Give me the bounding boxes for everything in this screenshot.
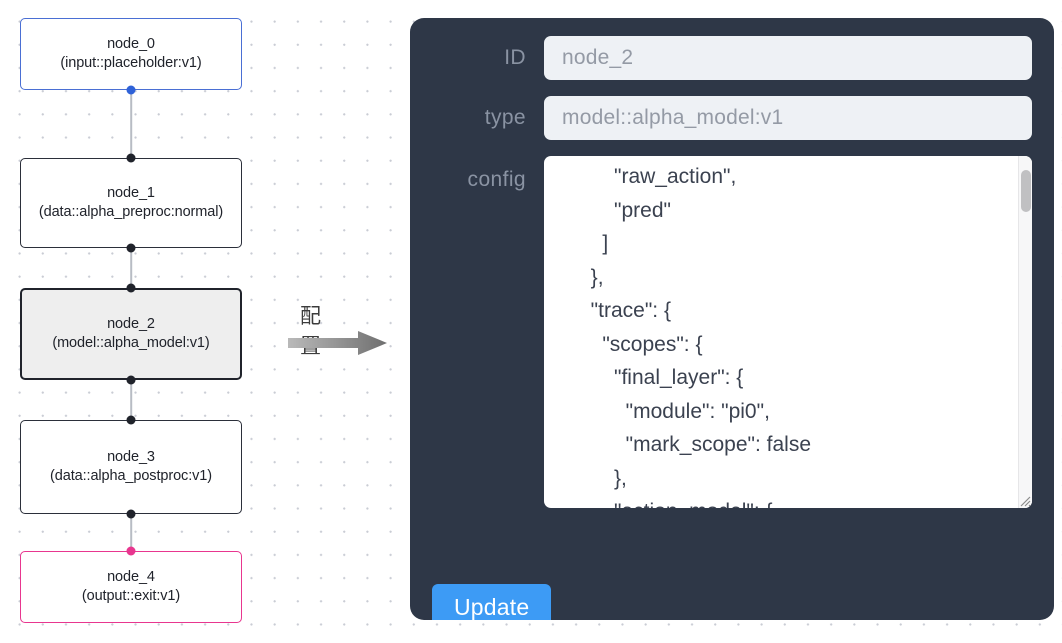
node-subtitle: (model::alpha_model:v1)	[52, 335, 210, 351]
node-handle-target-node_1[interactable]	[126, 153, 136, 163]
config-scrollbar[interactable]	[1018, 156, 1032, 508]
node-handle-source-node_2[interactable]	[126, 375, 136, 385]
flow-graph[interactable]: node_0 (input::placeholder:v1) node_1 (d…	[0, 0, 400, 643]
type-field-label: type	[484, 106, 526, 129]
config-field-label: config	[467, 168, 526, 191]
node-title: node_4	[107, 569, 155, 585]
edge-node1-node2	[130, 248, 132, 288]
id-field-label: ID	[504, 46, 526, 69]
node-handle-source-node_0[interactable]	[126, 85, 136, 95]
arrow-right-icon	[288, 330, 388, 361]
node-subtitle: (data::alpha_postproc:v1)	[50, 468, 212, 484]
node-handle-source-node_3[interactable]	[126, 509, 136, 519]
field-row-id: ID node_2	[432, 36, 1032, 80]
node-subtitle: (input::placeholder:v1)	[60, 55, 202, 71]
node-handle-target-node_3[interactable]	[126, 415, 136, 425]
node-handle-target-node_4[interactable]	[126, 546, 136, 556]
field-row-config: config "raw_action", "pred" ] }, "trace"…	[432, 156, 1032, 508]
graph-node-node_0[interactable]: node_0 (input::placeholder:v1)	[20, 18, 242, 90]
node-subtitle: (data::alpha_preproc:normal)	[38, 204, 224, 220]
edge-node3-node4	[130, 514, 132, 551]
field-row-type: type model::alpha_model:v1	[432, 96, 1032, 140]
node-handle-source-node_1[interactable]	[126, 243, 136, 253]
node-title: node_3	[107, 449, 155, 465]
node-title: node_2	[107, 316, 155, 332]
graph-node-node_1[interactable]: node_1 (data::alpha_preproc:normal)	[20, 158, 242, 248]
node-handle-target-node_2[interactable]	[126, 283, 136, 293]
graph-node-node_4[interactable]: node_4 (output::exit:v1)	[20, 551, 242, 623]
resize-grip-icon[interactable]	[1015, 491, 1031, 507]
graph-node-node_3[interactable]: node_3 (data::alpha_postproc:v1)	[20, 420, 242, 514]
node-subtitle: (output::exit:v1)	[81, 588, 181, 604]
edge-node0-node1	[130, 90, 132, 158]
type-input[interactable]: model::alpha_model:v1	[544, 96, 1032, 140]
config-scrollbar-thumb[interactable]	[1021, 170, 1031, 212]
update-button[interactable]: Update	[432, 584, 552, 620]
config-textarea-wrapper[interactable]: "raw_action", "pred" ] }, "trace": { "sc…	[544, 156, 1032, 508]
graph-node-node_2[interactable]: node_2 (model::alpha_model:v1)	[20, 288, 242, 380]
node-config-panel: ID node_2 type model::alpha_model:v1 con…	[410, 18, 1054, 620]
id-input[interactable]: node_2	[544, 36, 1032, 80]
node-title: node_1	[107, 185, 155, 201]
node-title: node_0	[107, 36, 155, 52]
config-textarea[interactable]: "raw_action", "pred" ] }, "trace": { "sc…	[590, 165, 812, 508]
edge-node2-node3	[130, 380, 132, 420]
